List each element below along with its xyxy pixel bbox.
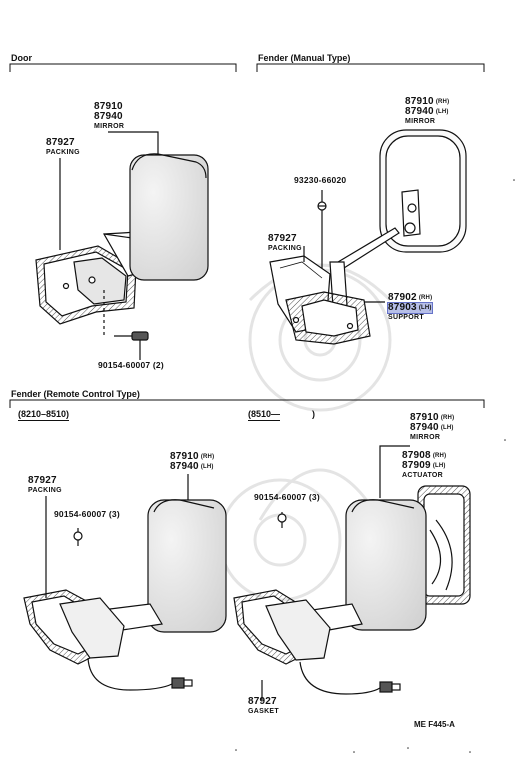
manual-packing-pn: 87927 <box>268 233 297 244</box>
manual-mirror-side2: (LH) <box>435 109 449 115</box>
manual-bolt-pn: 93230-66020 <box>294 175 347 185</box>
manual-support-side1: (RH) <box>418 295 433 301</box>
figure-code: ME F445-A <box>414 720 455 729</box>
remote-mirror-assembly-late <box>233 445 471 700</box>
manual-support-label: 87902(RH) 87903(LH) SUPPORT <box>386 292 434 321</box>
remote-packing-label: 87927 PACKING <box>28 475 62 495</box>
manual-mirror-name: MIRROR <box>405 118 436 125</box>
section-subtitle-late: (8510—) <box>248 409 316 421</box>
section-title-fender-manual: Fender (Manual Type) <box>258 53 351 63</box>
section-subtitle-late-start: (8510— <box>248 409 281 421</box>
remote-actuator-pn1: 87908 <box>402 450 431 461</box>
section-title-door: Door <box>11 53 32 63</box>
remote-mirror-left-label: 87910(RH) 87940(LH) <box>170 452 214 472</box>
remote-mirror-left-side1: (RH) <box>200 454 215 460</box>
door-mirror-assembly <box>35 131 209 360</box>
manual-packing-name: PACKING <box>268 245 302 252</box>
door-mirror-label: 87910 87940 MIRROR <box>94 101 125 131</box>
remote-actuator-name: ACTUATOR <box>402 472 444 479</box>
door-screw-pn: 90154-60007 (2) <box>98 360 164 370</box>
door-mirror-pn2: 87940 <box>94 111 123 122</box>
remote-screw-right-pn: 90154-60007 (3) <box>254 492 320 502</box>
remote-mirror-left-pn2: 87940 <box>170 461 199 472</box>
remote-mirror-right-name: MIRROR <box>410 434 441 441</box>
remote-screw-left-pn: 90154-60007 (3) <box>54 509 120 519</box>
remote-actuator-pn2: 87909 <box>402 460 431 471</box>
manual-fender-mirror-assembly <box>269 129 467 345</box>
section-subtitle-early: (8210–8510) <box>18 409 70 421</box>
door-packing-name: PACKING <box>46 149 80 156</box>
section-brackets <box>9 63 485 408</box>
remote-mirror-left-pn1: 87910 <box>170 451 199 462</box>
remote-actuator-side1: (RH) <box>432 453 447 459</box>
manual-mirror-pn2: 87940 <box>405 106 434 117</box>
remote-mirror-right-side1: (RH) <box>440 415 455 421</box>
remote-gasket-name: GASKET <box>248 708 279 715</box>
door-packing-label: 87927 PACKING <box>46 137 80 157</box>
remote-actuator-side2: (LH) <box>432 463 446 469</box>
manual-packing-label: 87927 PACKING <box>268 233 302 253</box>
remote-packing-pn: 87927 <box>28 475 57 486</box>
remote-mirror-assembly-early <box>23 474 227 691</box>
remote-mirror-right-pn1: 87910 <box>410 412 439 423</box>
remote-gasket-pn: 87927 <box>248 696 277 707</box>
manual-mirror-side1: (RH) <box>435 99 450 105</box>
remote-mirror-right-pn2: 87940 <box>410 422 439 433</box>
remote-mirror-left-side2: (LH) <box>200 464 214 470</box>
remote-gasket-label: 87927 GASKET <box>248 696 279 716</box>
remote-mirror-right-side2: (LH) <box>440 425 454 431</box>
manual-support-name: SUPPORT <box>388 314 424 321</box>
remote-mirror-right-label: 87910(RH) 87940(LH) MIRROR <box>410 412 455 442</box>
manual-support-pn1: 87902 <box>388 292 417 303</box>
manual-support-side2: (LH) <box>418 305 432 311</box>
section-subtitle-late-end: ) <box>312 409 316 419</box>
door-mirror-pn1: 87910 <box>94 101 123 112</box>
manual-support-pn2: 87903 <box>388 302 417 313</box>
section-title-fender-remote: Fender (Remote Control Type) <box>11 389 140 399</box>
manual-mirror-label: 87910(RH) 87940(LH) MIRROR <box>405 96 450 126</box>
scan-noise <box>235 179 515 753</box>
remote-actuator-label: 87908(RH) 87909(LH) ACTUATOR <box>402 450 447 480</box>
manual-mirror-pn1: 87910 <box>405 96 434 107</box>
door-packing-pn: 87927 <box>46 137 75 148</box>
remote-packing-name: PACKING <box>28 487 62 494</box>
door-mirror-name: MIRROR <box>94 123 125 130</box>
